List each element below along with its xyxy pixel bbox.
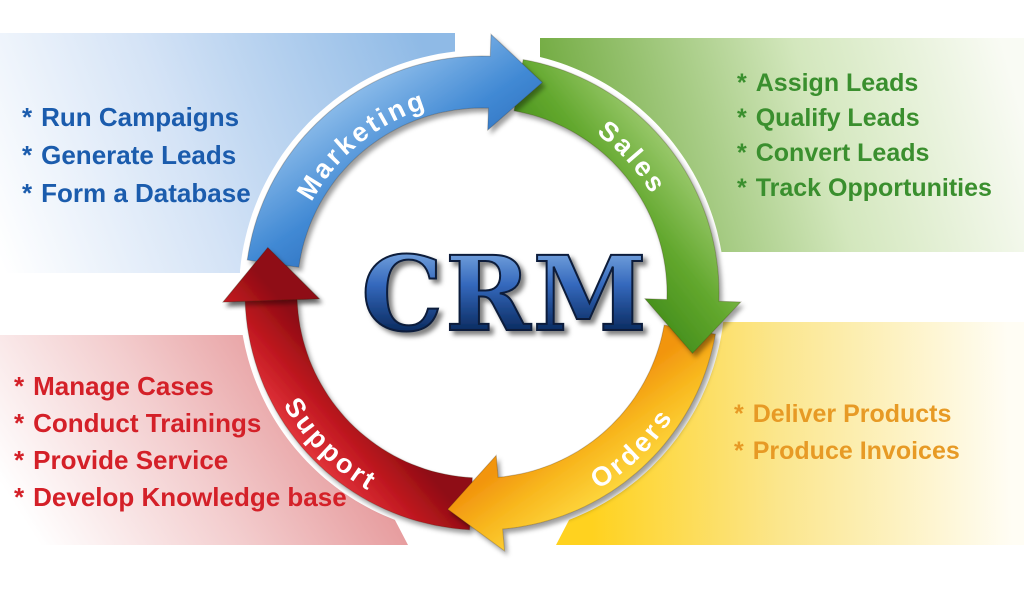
list-item: * Qualify Leads — [737, 101, 992, 136]
list-item: * Develop Knowledge base — [14, 479, 347, 516]
list-item-text: Generate Leads — [41, 140, 237, 170]
bullet-asterisk: * — [734, 437, 744, 465]
bullet-asterisk: * — [14, 445, 25, 475]
list-item-text: Run Campaigns — [41, 102, 240, 132]
list-item: * Generate Leads — [22, 136, 251, 174]
marketing-bullet-list: * Run Campaigns * Generate Leads * Form a D… — [22, 98, 251, 212]
list-item: * Provide Service — [14, 442, 347, 479]
support-bullet-list: * Manage Cases * Conduct Trainings * Provid… — [14, 368, 347, 516]
marketing-arrow — [246, 33, 544, 268]
bullet-asterisk: * — [14, 408, 25, 438]
crm-center-label: CRM — [361, 234, 649, 355]
list-item-text: Develop Knowledge base — [33, 482, 347, 512]
quadrant-bg-support — [0, 335, 408, 545]
orders-bullet-list: * Deliver Products * Produce Invoices — [734, 396, 960, 470]
list-item: * Produce Invoices — [734, 433, 960, 470]
quadrant-bg-orders — [556, 322, 1024, 545]
quadrant-bg-marketing — [0, 33, 455, 273]
list-item: * Run Campaigns — [22, 98, 251, 136]
list-item: * Manage Cases — [14, 368, 347, 405]
list-item: * Form a Database — [22, 174, 251, 212]
list-item-text: Produce Invoices — [752, 437, 960, 465]
list-item-text: Track Opportunities — [755, 174, 992, 202]
sales-bullet-list: * Assign Leads * Qualify Leads * Convert Le… — [737, 66, 992, 206]
list-item-text: Form a Database — [41, 178, 251, 208]
support-arrowhead — [222, 246, 321, 303]
bullet-asterisk: * — [14, 482, 25, 512]
list-item-text: Convert Leads — [755, 139, 930, 167]
list-item: * Assign Leads — [737, 66, 992, 101]
bullet-asterisk: * — [737, 139, 747, 167]
list-item-text: Assign Leads — [755, 69, 919, 97]
bullet-asterisk: * — [22, 140, 33, 170]
sales-arrow — [513, 59, 742, 355]
bullet-asterisk: * — [737, 174, 747, 202]
list-item-text: Qualify Leads — [755, 104, 920, 132]
list-item-text: Conduct Trainings — [33, 408, 262, 438]
bullet-asterisk: * — [22, 102, 33, 132]
list-item: * Deliver Products — [734, 396, 960, 433]
bullet-asterisk: * — [737, 69, 747, 97]
quadrant-bg-sales — [540, 38, 1024, 253]
list-item: * Track Opportunities — [737, 171, 992, 206]
ring-inner-disc — [295, 106, 669, 480]
orders-arrow — [446, 324, 716, 553]
list-item: * Conduct Trainings — [14, 405, 347, 442]
list-item-text: Manage Cases — [33, 371, 214, 401]
bullet-asterisk: * — [734, 400, 744, 428]
list-item-text: Provide Service — [33, 445, 229, 475]
bullet-asterisk: * — [14, 371, 25, 401]
list-item-text: Deliver Products — [752, 400, 952, 428]
list-item: * Convert Leads — [737, 136, 992, 171]
bullet-asterisk: * — [22, 178, 33, 208]
bullet-asterisk: * — [737, 104, 747, 132]
